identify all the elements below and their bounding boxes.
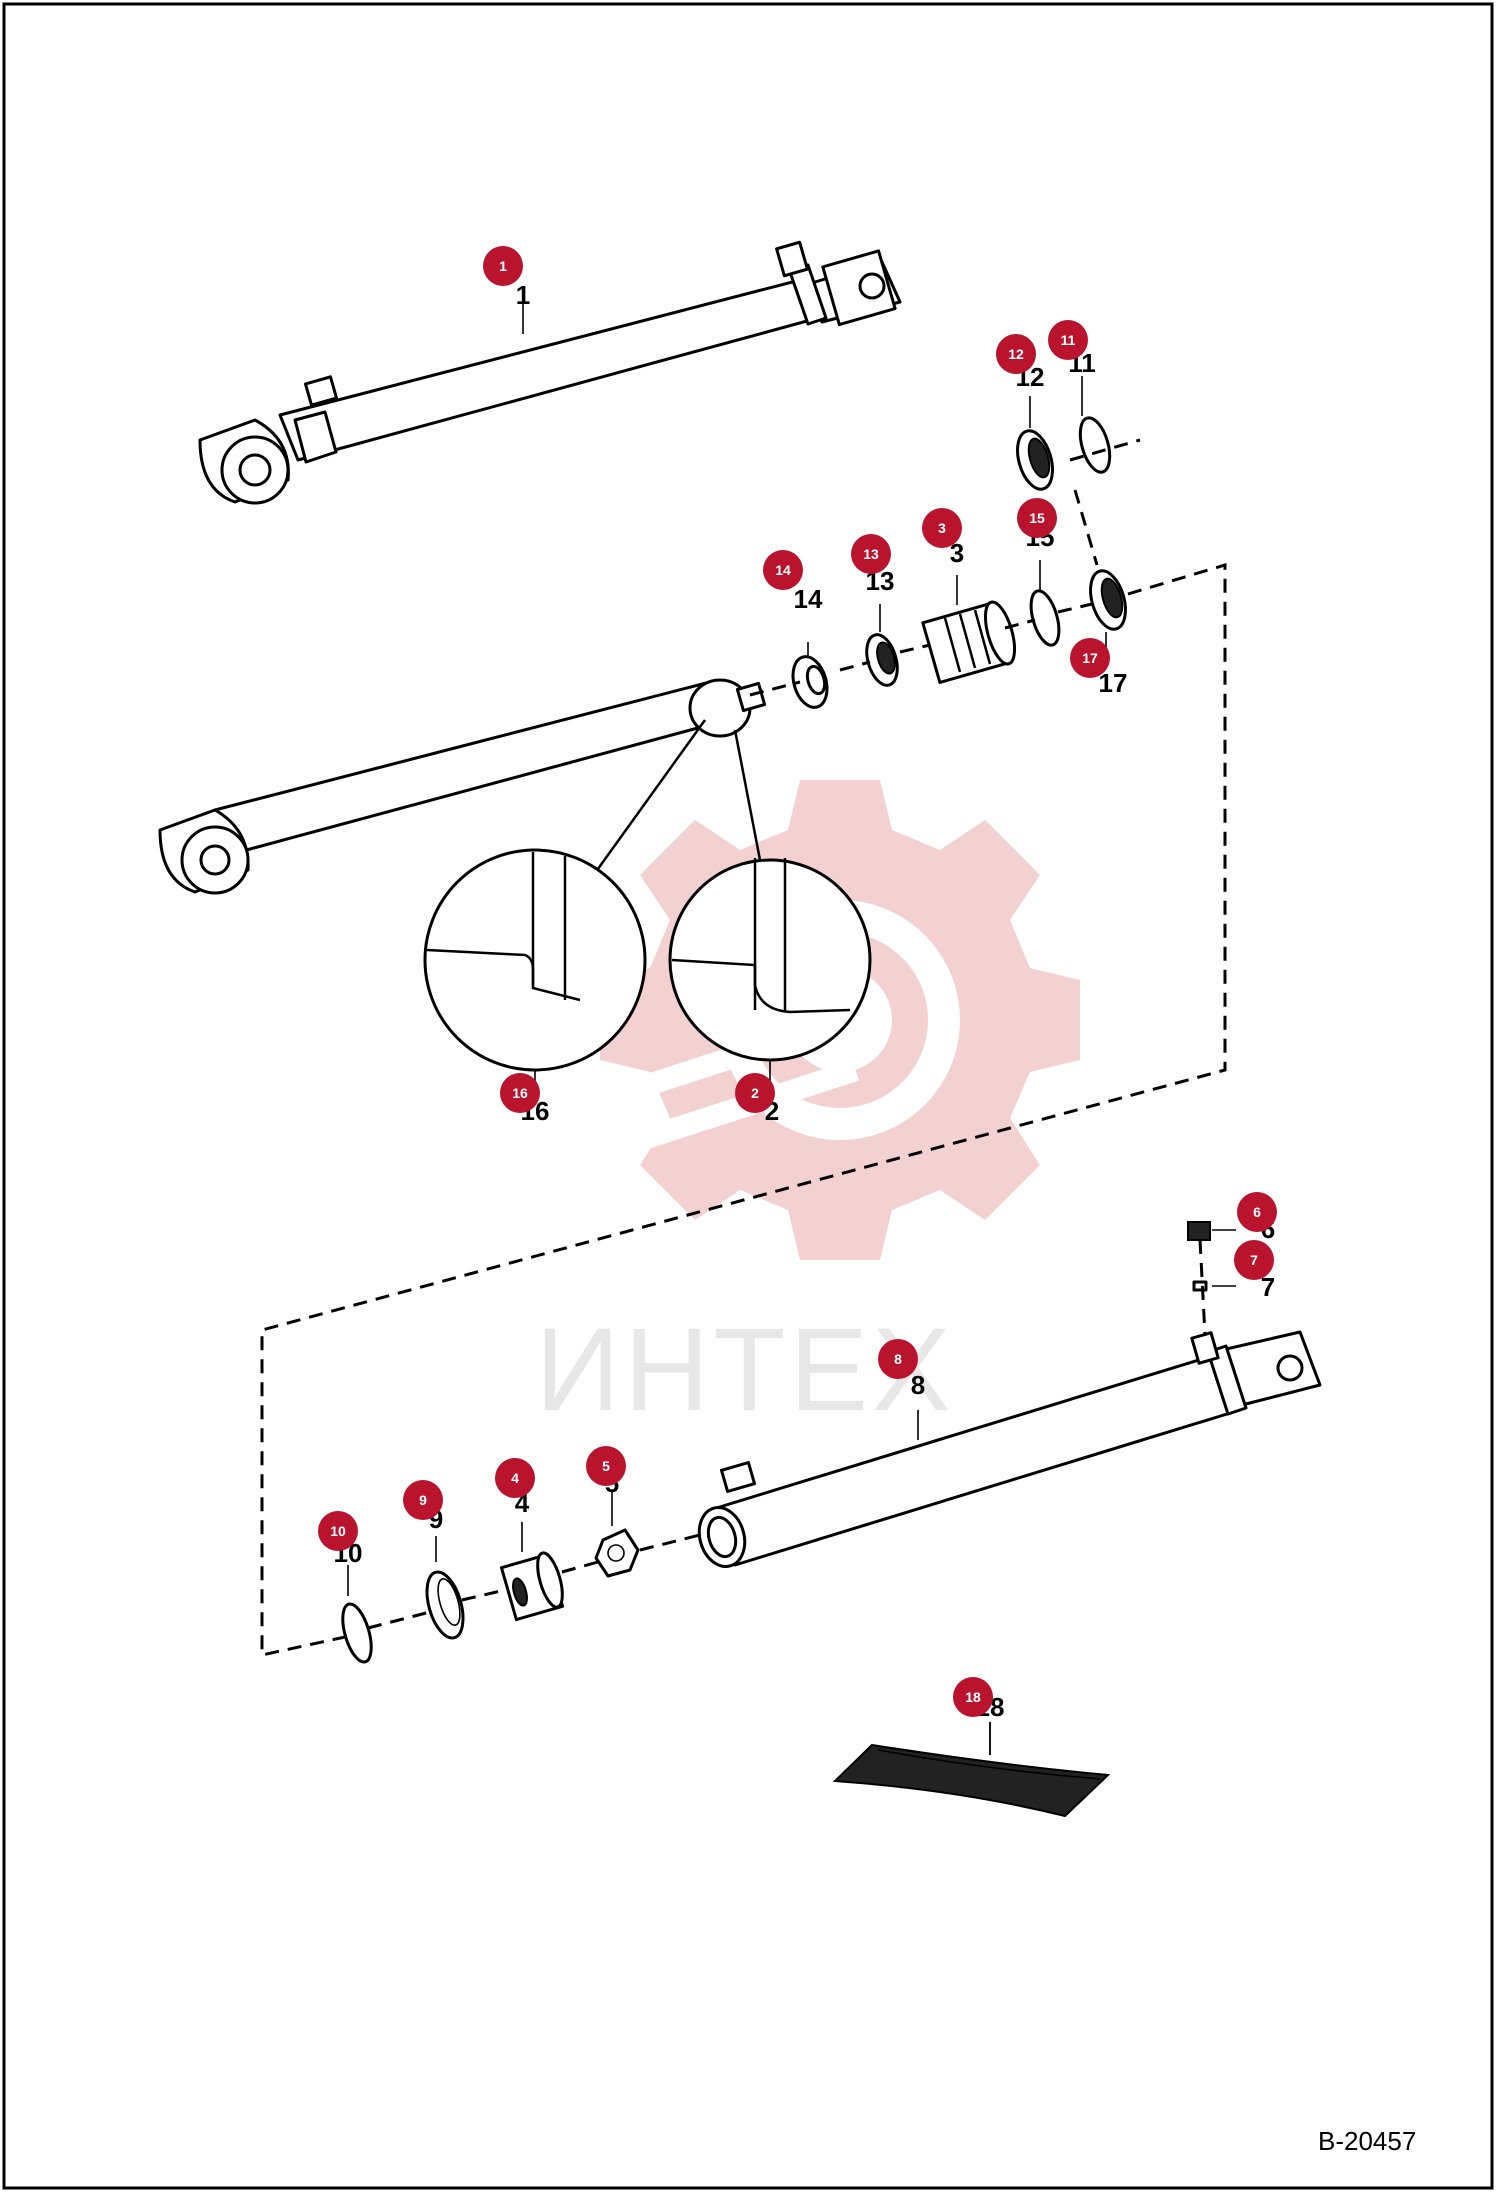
callout-label-16: 16 [512, 1085, 528, 1101]
callout-label-11: 11 [1061, 332, 1076, 348]
callout-badge-18[interactable] [953, 1677, 993, 1717]
part-5-nut [594, 1492, 640, 1578]
part-14-bushing [791, 642, 829, 709]
callout-badge-5[interactable] [586, 1446, 626, 1486]
callout-label-2: 2 [751, 1085, 759, 1101]
part-labels: 1122334455667788991010111112121313141415… [318, 246, 1277, 1722]
part-13-seal [865, 604, 899, 687]
callout-badge-15[interactable] [1017, 498, 1057, 538]
part-16-rod [158, 678, 872, 1082]
callout-badge-8[interactable] [878, 1339, 918, 1379]
part-10-o-ring [341, 1565, 373, 1664]
part-15-o-ring [1029, 560, 1061, 647]
callout-badge-6[interactable] [1237, 1192, 1277, 1232]
part-8-barrel [697, 1330, 1322, 1568]
callout-label-18: 18 [965, 1689, 981, 1705]
part-12-wear-ring [1016, 396, 1054, 491]
callout-label-6: 6 [1253, 1204, 1261, 1220]
callout-badge-10[interactable] [318, 1511, 358, 1551]
callout-badge-11[interactable] [1048, 320, 1088, 360]
callout-badge-4[interactable] [495, 1458, 535, 1498]
callout-label-8: 8 [894, 1351, 902, 1367]
callout-badge-7[interactable] [1234, 1240, 1274, 1280]
callout-badge-14[interactable] [763, 550, 803, 590]
callout-badge-9[interactable] [403, 1480, 443, 1520]
callout-label-14: 14 [775, 562, 791, 578]
fitting-axis-line [1198, 1239, 1207, 1336]
part-7-o-ring [1192, 1280, 1236, 1292]
callout-label-5: 5 [602, 1458, 610, 1474]
part-number-8: 8 [911, 1370, 925, 1400]
callout-label-17: 17 [1082, 650, 1098, 666]
part-number-14: 14 [794, 584, 823, 614]
assembly-lines [260, 438, 1227, 1657]
callout-badge-3[interactable] [922, 508, 962, 548]
callout-label-10: 10 [330, 1523, 346, 1539]
callout-label-13: 13 [863, 546, 879, 562]
callout-label-1: 1 [499, 258, 507, 274]
callout-badge-16[interactable] [500, 1073, 540, 1113]
callout-label-3: 3 [938, 520, 946, 536]
callout-badge-2[interactable] [735, 1073, 775, 1113]
part-6-fitting [1187, 1221, 1236, 1241]
part-11-o-ring [1078, 376, 1112, 474]
part-3-piston [921, 575, 1017, 684]
part-number-17: 17 [1099, 668, 1128, 698]
callout-badge-17[interactable] [1070, 638, 1110, 678]
part-18-seal-kit [832, 1722, 1111, 1818]
callout-badge-1[interactable] [483, 246, 523, 286]
callout-label-4: 4 [511, 1470, 519, 1486]
callout-label-15: 15 [1029, 510, 1045, 526]
callout-label-9: 9 [419, 1492, 427, 1508]
part-number-3: 3 [950, 538, 964, 568]
part-number-1: 1 [516, 280, 530, 310]
callout-label-7: 7 [1250, 1252, 1258, 1268]
part-4-gland [499, 1522, 565, 1622]
part-9-seal [425, 1536, 465, 1640]
part-1-cylinder-assembly [198, 240, 902, 505]
part-number-7: 7 [1261, 1272, 1275, 1302]
part-17-seal [1089, 569, 1127, 658]
callout-badge-12[interactable] [996, 334, 1036, 374]
callout-badge-13[interactable] [851, 534, 891, 574]
drawing-number: B-20457 [1318, 2126, 1416, 2156]
callout-label-12: 12 [1008, 346, 1024, 362]
